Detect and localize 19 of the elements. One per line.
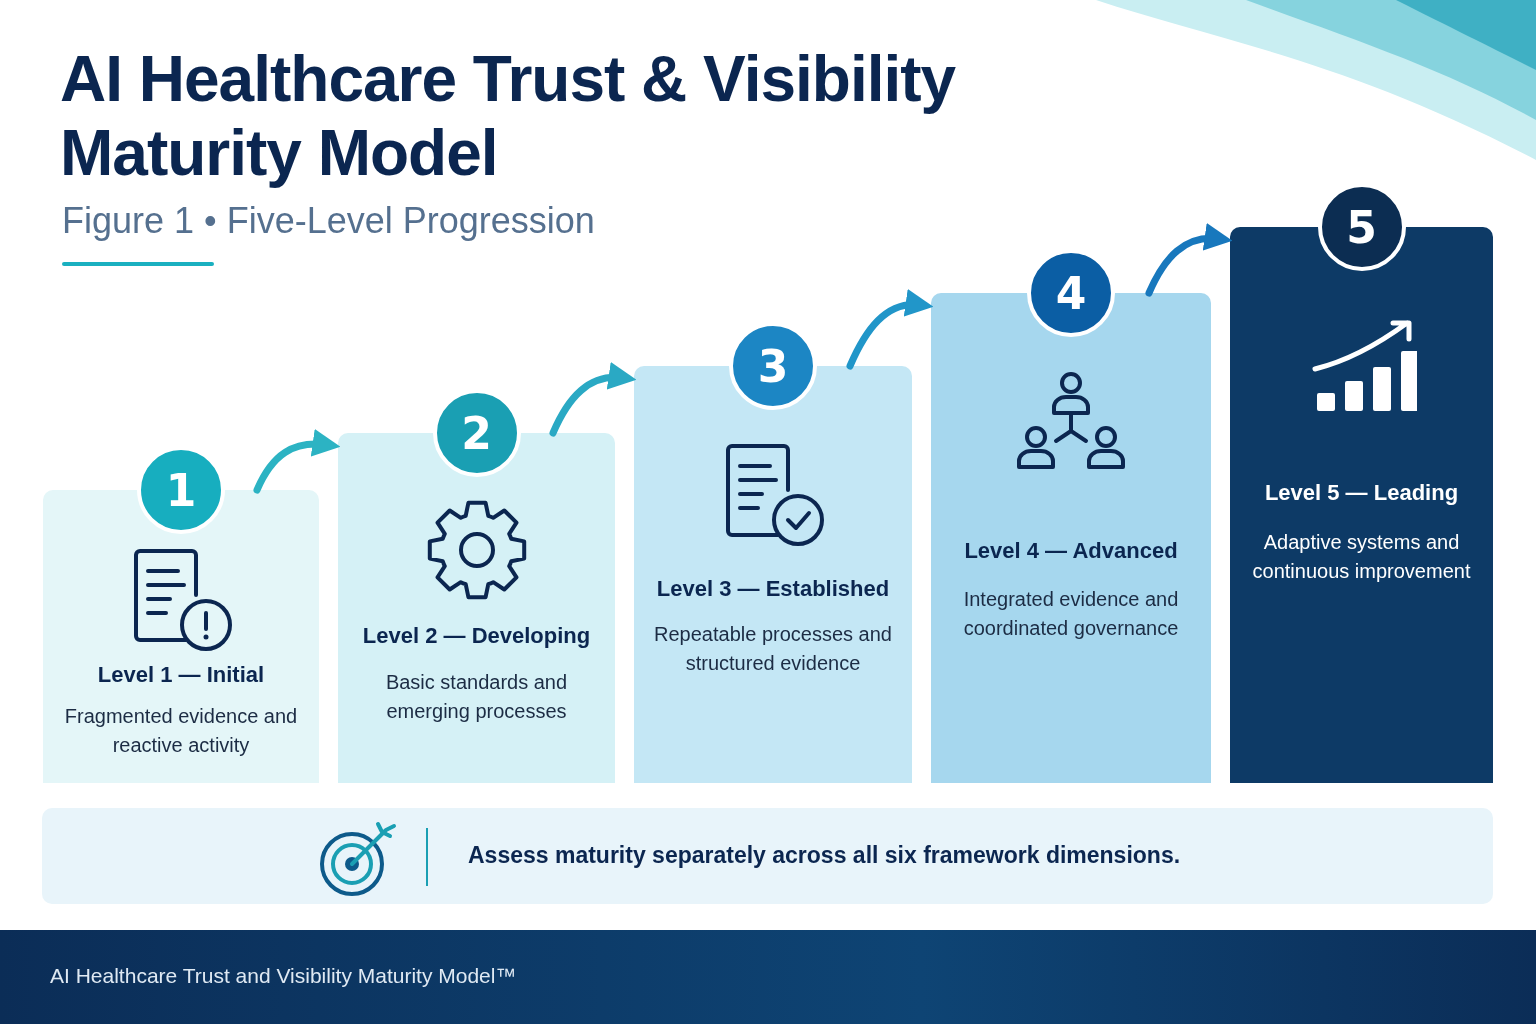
level-heading: Level 5 — Leading — [1263, 480, 1460, 506]
level-heading: Level 1 — Initial — [96, 662, 266, 688]
note-text: Assess maturity separately across all six framework dimensions. — [468, 842, 1181, 869]
level-heading: Level 3 — Established — [655, 576, 891, 602]
level-description: Fragmented evidence and reactive activity — [63, 704, 299, 758]
level-description: Repeatable processes and structured evidence — [654, 622, 892, 676]
arrow — [253, 429, 341, 494]
level-description: Integrated evidence and coordinated governance — [962, 587, 1180, 641]
level-description: Adaptive systems and continuous improvement — [1251, 530, 1472, 584]
arrow — [846, 290, 934, 370]
footer-text: AI Healthcare Trust and Visibility Maturity Model™ — [50, 964, 517, 988]
level-description: Basic standards and emerging processes — [384, 670, 569, 724]
subtitle: Figure 1 • Five-Level Progression — [62, 200, 595, 242]
level-heading: Level 4 — Advanced — [963, 538, 1179, 564]
note-banner — [42, 808, 1493, 904]
level-heading: Level 2 — Developing — [361, 623, 592, 649]
title: AI Healthcare Trust & Visibility Maturity Model — [60, 42, 957, 190]
arrow — [1145, 223, 1233, 297]
arrow — [549, 362, 637, 437]
